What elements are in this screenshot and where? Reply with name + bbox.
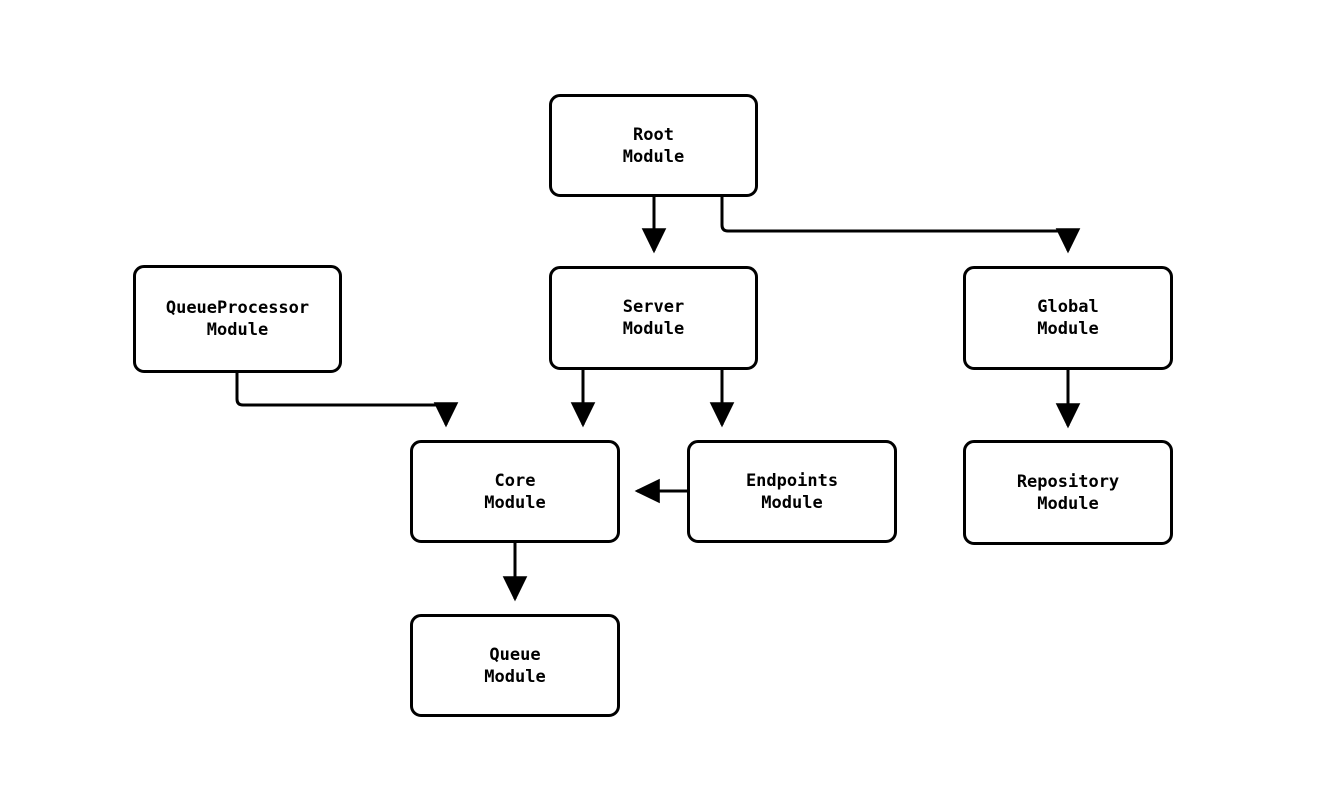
node-server-module-line2: Module: [622, 319, 685, 339]
node-root-module[interactable]: Root Module: [549, 94, 758, 197]
node-server-module-line1: Server: [622, 297, 685, 317]
node-global-module-line2: Module: [1037, 319, 1099, 339]
node-core-module-line2: Module: [484, 492, 546, 513]
node-repository-module-line2: Module: [1037, 493, 1099, 514]
node-repository-module[interactable]: Repository Module: [963, 440, 1173, 545]
node-endpoints-module[interactable]: Endpoints Module: [687, 440, 897, 543]
node-endpoints-module-line1: Endpoints: [745, 470, 839, 491]
node-queueprocessor-module-line1: QueueProcessor: [165, 298, 310, 318]
node-core-module-line1: Core: [494, 470, 536, 491]
node-queue-module-line1: Queue: [489, 644, 541, 665]
node-queue-module-line2: Module: [484, 666, 546, 687]
node-repository-module-line1: Repository: [1016, 471, 1120, 492]
node-queueprocessor-module-line2: Module: [206, 320, 269, 340]
node-queue-module[interactable]: Queue Module: [410, 614, 620, 717]
node-endpoints-module-line2: Module: [761, 492, 823, 513]
node-global-module[interactable]: Global Module: [963, 266, 1173, 370]
node-queueprocessor-module[interactable]: QueueProcessor Module: [133, 265, 342, 373]
node-global-module-line1: Global: [1037, 297, 1099, 317]
edge-root-to-global: [720, 197, 1081, 254]
node-server-module[interactable]: Server Module: [549, 266, 758, 370]
node-root-module-line1: Root: [633, 124, 674, 145]
edge-queueprocessor-to-core: [235, 373, 459, 428]
node-root-module-line2: Module: [622, 146, 685, 167]
node-core-module[interactable]: Core Module: [410, 440, 620, 543]
